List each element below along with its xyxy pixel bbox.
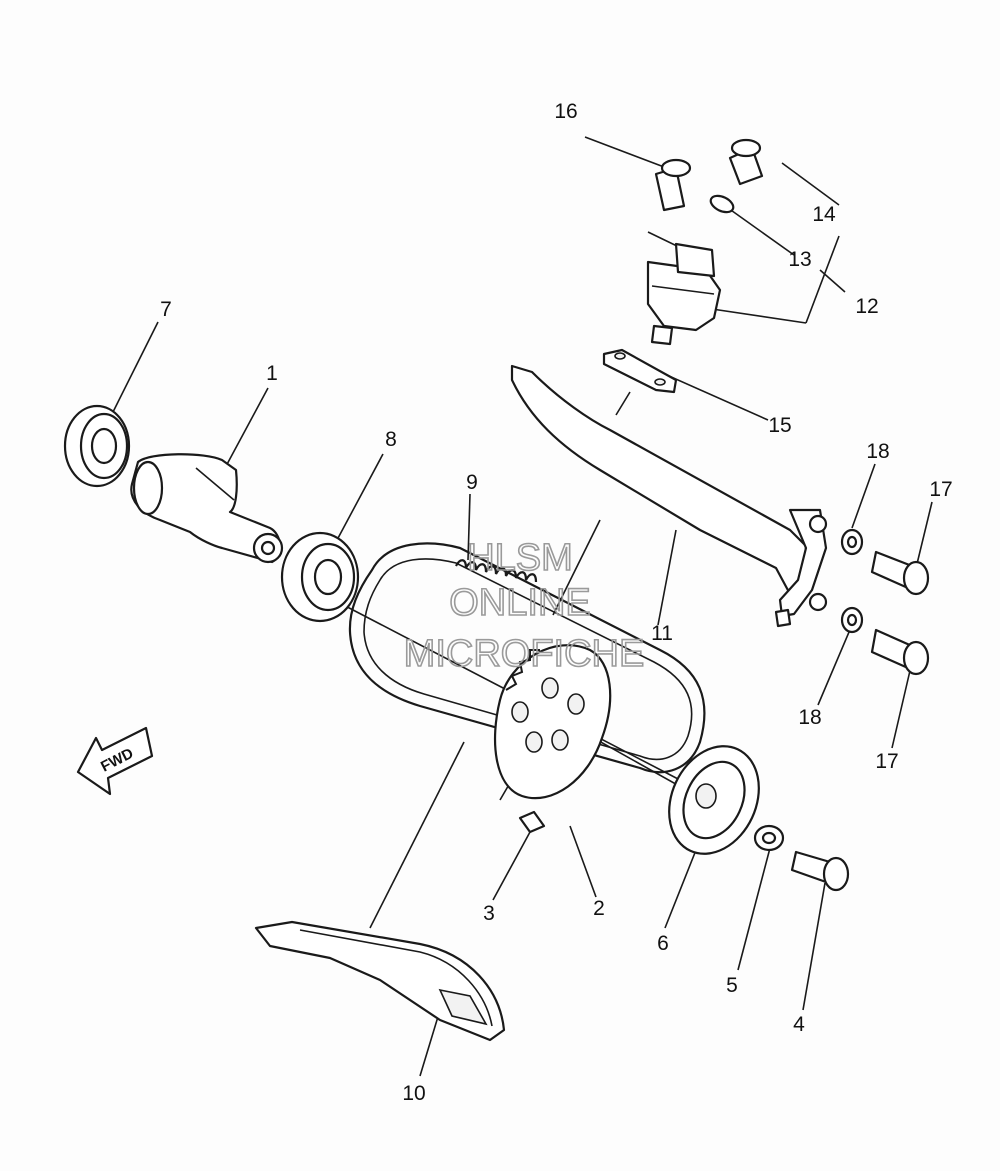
callout-18-upper: 18: [866, 440, 889, 463]
watermark-line-1: HLSM: [467, 537, 573, 579]
washer-5: [753, 824, 785, 852]
callout-2: 2: [593, 897, 605, 920]
bolt-17-upper: [870, 550, 930, 596]
gasket-15: [602, 348, 678, 394]
callout-9: 9: [466, 471, 478, 494]
bolt-4: [790, 850, 850, 892]
washer-18-lower: [840, 606, 864, 634]
chain-guide-10: [254, 920, 506, 1042]
tensioner-12: [646, 242, 722, 346]
callout-8: 8: [385, 428, 397, 451]
callout-1: 1: [266, 362, 278, 385]
callout-3: 3: [483, 902, 495, 925]
callout-labels: 7 1 8 9 16 14 13 12 15 11 18 17 18 17 3 …: [160, 100, 953, 1105]
callout-6: 6: [657, 932, 669, 955]
callout-15: 15: [768, 414, 791, 437]
washer-13: [709, 194, 735, 214]
watermark: HLSM ONLINE MICROFICHE: [403, 536, 645, 676]
callout-13: 13: [788, 248, 811, 271]
callout-11: 11: [651, 622, 673, 645]
camshaft-1: [130, 453, 284, 564]
callout-7: 7: [160, 298, 172, 321]
bearing-8: [280, 531, 360, 623]
forward-arrow-icon: FWD: [76, 726, 154, 796]
dowel-pin-3: [518, 810, 546, 834]
spring-9: [455, 559, 538, 583]
callout-12: 12: [855, 295, 878, 318]
bolt-16: [654, 158, 692, 212]
callout-4: 4: [793, 1013, 805, 1036]
tensioner-guide-11: [510, 364, 828, 628]
callout-17-lower: 17: [875, 750, 898, 773]
callout-18-lower: 18: [798, 706, 821, 729]
callout-5: 5: [726, 974, 738, 997]
callout-17-upper: 17: [929, 478, 952, 501]
bolt-14: [728, 138, 764, 186]
callout-14: 14: [812, 203, 836, 226]
bearing-7: [63, 404, 131, 488]
plate-6: [668, 745, 760, 855]
bolt-17-lower: [870, 628, 930, 676]
watermark-line-2: ONLINE: [449, 582, 590, 624]
washer-18-upper: [840, 528, 864, 556]
callout-16: 16: [554, 100, 577, 123]
cam-sprocket-2: [494, 644, 612, 800]
watermark-line-3: MICROFICHE: [404, 633, 645, 675]
callout-10: 10: [402, 1082, 425, 1105]
timing-chain: [348, 542, 706, 774]
